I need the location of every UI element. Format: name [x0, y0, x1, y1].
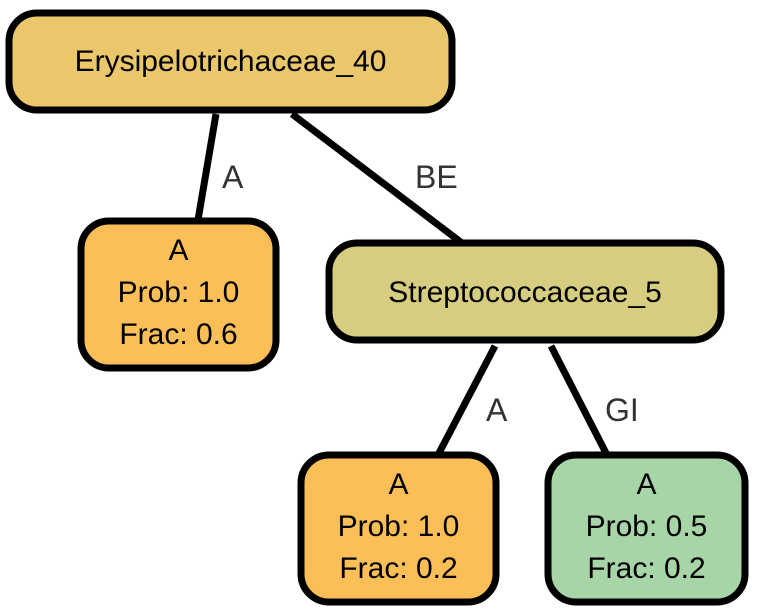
node-leaf-2[interactable]: A Prob: 1.0 Frac: 0.2 [297, 451, 500, 606]
edge-internal-to-leaf-2 [434, 344, 499, 457]
node-leaf-2-frac: Frac: 0.2 [339, 552, 457, 585]
edge-labels: A BE A GI [222, 159, 639, 428]
node-leaf-1-box [77, 217, 280, 372]
edge-label-internal-to-leaf-2: A [486, 392, 508, 428]
node-root-box [5, 9, 456, 114]
node-leaf-3-frac: Frac: 0.2 [587, 552, 705, 585]
node-leaf-3-box [544, 451, 749, 606]
node-leaf-3-label: A [636, 468, 656, 501]
edge-label-internal-to-leaf-3: GI [605, 392, 639, 428]
node-root-label: Erysipelotrichaceae_40 [75, 45, 387, 78]
edges [194, 111, 611, 457]
node-leaf-3[interactable]: A Prob: 0.5 Frac: 0.2 [544, 451, 749, 606]
node-leaf-1[interactable]: A Prob: 1.0 Frac: 0.6 [77, 217, 280, 372]
node-leaf-2-prob: Prob: 1.0 [338, 510, 460, 543]
edge-root-to-leaf-1 [194, 113, 220, 221]
node-leaf-2-label: A [388, 468, 408, 501]
node-internal-box [325, 239, 725, 344]
node-leaf-1-prob: Prob: 1.0 [118, 276, 240, 309]
edge-label-root-to-internal: BE [415, 159, 458, 195]
edge-root-to-internal [289, 111, 465, 246]
node-internal-label: Streptococcaceae_5 [388, 276, 662, 309]
node-leaf-2-box [297, 451, 500, 606]
node-root[interactable]: Erysipelotrichaceae_40 [5, 9, 456, 114]
edge-label-root-to-leaf-1: A [222, 159, 244, 195]
node-internal[interactable]: Streptococcaceae_5 [325, 239, 725, 344]
node-leaf-1-frac: Frac: 0.6 [119, 318, 237, 351]
edge-internal-to-leaf-3 [547, 344, 611, 457]
node-leaf-1-label: A [168, 234, 188, 267]
node-leaf-3-prob: Prob: 0.5 [586, 510, 708, 543]
